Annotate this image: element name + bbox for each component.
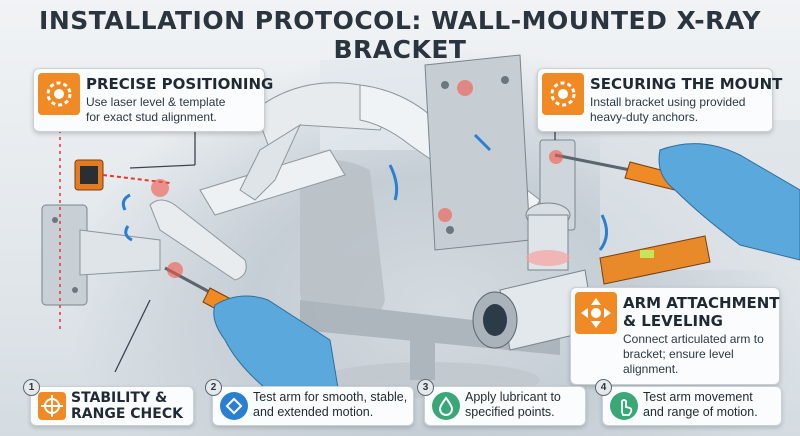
callout-body: Connect articulated arm to bracket; ensu… [623, 332, 764, 377]
step-line: Test arm movement [643, 390, 753, 404]
step-3-lubricant: 3 Apply lubricant to specified points. [417, 379, 586, 426]
step-line: and range of motion. [643, 405, 758, 419]
left-wall-plate [41, 204, 161, 306]
highlight-markers [151, 80, 563, 278]
callout-line: bracket; ensure level [623, 347, 734, 361]
move-arrows-icon [575, 292, 617, 334]
spirit-level [599, 235, 711, 285]
callout-line: for exact stud alignment. [86, 110, 217, 124]
right-wall-plate [424, 54, 576, 251]
droplet-icon [432, 392, 460, 420]
glove-right [658, 143, 800, 261]
step-number: 3 [417, 379, 434, 396]
step-line: STABILITY & [71, 390, 168, 406]
gear-securing-icon [542, 73, 584, 115]
callout-heading: SECURING THE MOUNT [590, 75, 783, 93]
glove-left [213, 295, 341, 401]
step-text: STABILITY & RANGE CHECK [71, 390, 183, 422]
callout-heading-line: ARM ATTACHMENT [623, 294, 780, 312]
camera-head [472, 202, 596, 351]
callout-body: Install bracket using provided heavy-dut… [590, 95, 745, 125]
gear-positioning-icon [38, 73, 80, 115]
callout-heading-line: & LEVELING [623, 312, 723, 330]
step-line: specified points. [465, 405, 555, 419]
step-2-test-arm: 2 Test arm for smooth, stable, and exten… [205, 379, 414, 426]
callout-line: alignment. [623, 362, 679, 376]
callout-heading: PRECISE POSITIONING [86, 75, 274, 93]
step-line: Test arm for smooth, stable, [253, 390, 408, 404]
callout-line: Connect articulated arm to [623, 332, 764, 346]
step-text: Apply lubricant to specified points. [465, 390, 561, 420]
step-number: 4 [595, 379, 612, 396]
step-number: 2 [205, 379, 222, 396]
step-number: 1 [23, 379, 40, 396]
callout-body: Use laser level & template for exact stu… [86, 95, 225, 125]
callout-line: Use laser level & template [86, 95, 226, 109]
page-title: INSTALLATION PROTOCOL: WALL-MOUNTED X-RA… [39, 6, 761, 64]
step-text: Test arm movement and range of motion. [643, 390, 758, 420]
crosshair-icon [38, 392, 66, 420]
hand-touch-icon [610, 392, 638, 420]
callout-line: heavy-duty anchors. [590, 110, 699, 124]
step-line: and extended motion. [253, 405, 374, 419]
callout-heading: ARM ATTACHMENT & LEVELING [623, 294, 780, 330]
step-line: Apply lubricant to [465, 390, 561, 404]
step-1-stability-check: 1 STABILITY & RANGE CHECK [23, 379, 194, 426]
diamond-icon [220, 392, 248, 420]
callout-precise-positioning: PRECISE POSITIONING Use laser level & te… [33, 68, 273, 132]
step-text: Test arm for smooth, stable, and extende… [253, 390, 407, 420]
callout-securing-mount: SECURING THE MOUNT Install bracket using… [537, 68, 782, 132]
callout-arm-attachment: ARM ATTACHMENT & LEVELING Connect articu… [570, 287, 780, 385]
callout-line: Install bracket using provided [590, 95, 746, 109]
step-4-range-of-motion: 4 Test arm movement and range of motion. [595, 379, 782, 426]
motion-arrows [121, 133, 608, 251]
step-line: RANGE CHECK [71, 406, 183, 422]
